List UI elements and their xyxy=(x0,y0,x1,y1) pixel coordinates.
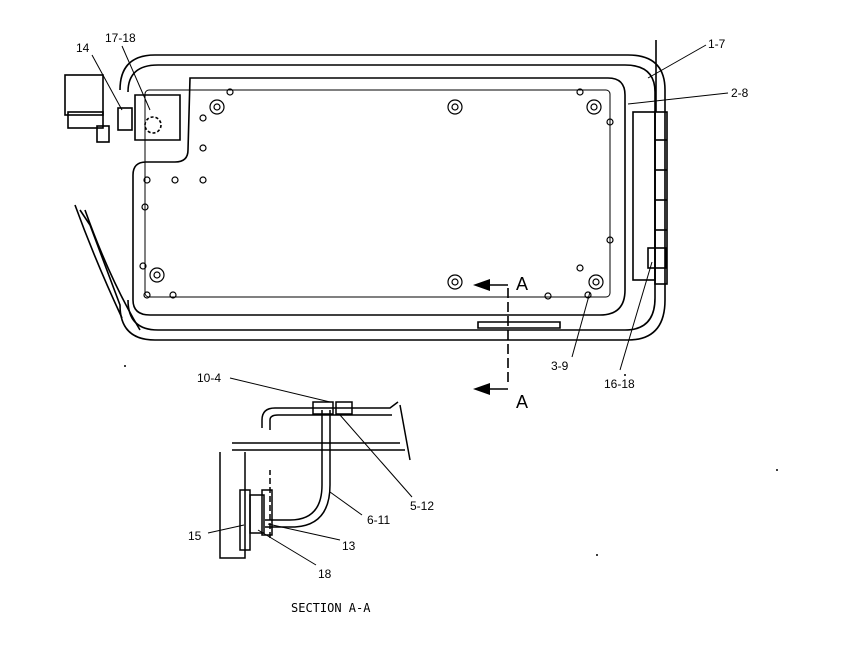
hinge-plate xyxy=(632,111,656,281)
bottom-rod xyxy=(477,321,561,329)
hinge-strip xyxy=(654,111,668,285)
bolt xyxy=(199,144,207,152)
callout-17-18: 17-18 xyxy=(105,31,136,45)
section-bracket-rod xyxy=(265,410,331,528)
frame-swoop-line xyxy=(74,204,123,319)
leader-line xyxy=(91,54,123,111)
leader-line xyxy=(339,414,413,498)
section-body-wall xyxy=(219,452,246,559)
leader-line xyxy=(229,377,331,403)
section-panel-top xyxy=(261,401,399,428)
callout-6-11: 6-11 xyxy=(367,513,390,527)
leader-line xyxy=(267,523,341,541)
bolt xyxy=(139,262,147,270)
leader-line xyxy=(647,44,707,79)
leader-line xyxy=(329,491,363,516)
mount-stud xyxy=(447,99,463,115)
callout-15: 15 xyxy=(188,529,202,543)
callout-18: 18 xyxy=(318,567,332,581)
callout-5-12: 5-12 xyxy=(410,499,434,513)
callout-3-9: 3-9 xyxy=(551,359,569,373)
window-seal xyxy=(144,89,611,298)
bolt xyxy=(226,88,234,96)
window-panel xyxy=(132,77,626,316)
section-arrow-head xyxy=(473,279,490,291)
leader-line xyxy=(207,524,245,534)
leader-line xyxy=(257,529,317,566)
door-frame-inner xyxy=(127,64,656,331)
bolt xyxy=(171,176,179,184)
callout-10-4: 10-4 xyxy=(197,371,221,385)
scan-speck xyxy=(776,469,778,471)
bolt xyxy=(576,88,584,96)
section-mount-plate xyxy=(239,489,251,551)
latch-bolt xyxy=(144,116,162,134)
callout-14: 14 xyxy=(76,41,90,55)
callout-13: 13 xyxy=(342,539,356,553)
frame-swoop-line xyxy=(84,209,141,331)
section-caption: SECTION A-A xyxy=(291,601,371,615)
bolt xyxy=(169,291,177,299)
leader-line xyxy=(627,92,729,105)
bolt xyxy=(576,264,584,272)
bolt xyxy=(143,291,151,299)
bolt xyxy=(199,114,207,122)
mount-stud xyxy=(586,99,602,115)
bolt xyxy=(606,236,614,244)
callout-1-7: 1-7 xyxy=(708,37,726,51)
hinge-latch xyxy=(647,247,667,269)
scan-speck xyxy=(596,554,598,556)
mount-stud xyxy=(588,274,604,290)
section-mark-top: A xyxy=(516,274,528,294)
callout-2-8: 2-8 xyxy=(731,86,749,100)
section-panel-top xyxy=(269,414,392,430)
bolt xyxy=(143,176,151,184)
section-nut xyxy=(312,401,334,415)
bolt xyxy=(606,118,614,126)
mount-stud xyxy=(447,274,463,290)
latch-mount xyxy=(134,94,181,141)
bolt xyxy=(199,176,207,184)
callout-16-18: 16-18 xyxy=(604,377,635,391)
door-frame-outer xyxy=(79,54,666,341)
section-nut xyxy=(335,401,353,415)
section-arrow-head xyxy=(473,383,490,395)
scan-speck xyxy=(124,365,126,367)
section-mark-bottom: A xyxy=(516,392,528,412)
leader-line xyxy=(619,261,653,371)
section-frame-rail xyxy=(232,404,411,461)
scan-speck xyxy=(624,374,626,376)
section-bracket-rod xyxy=(265,410,323,521)
leader-line xyxy=(121,45,151,111)
latch-knob xyxy=(96,125,110,143)
leader-line xyxy=(571,291,591,358)
mount-stud xyxy=(209,99,225,115)
latch-bracket xyxy=(64,74,104,116)
bolt xyxy=(141,203,149,211)
mount-stud xyxy=(149,267,165,283)
latch-bracket-plate xyxy=(67,111,104,129)
latch-hinge xyxy=(117,107,133,131)
bolt xyxy=(544,292,552,300)
